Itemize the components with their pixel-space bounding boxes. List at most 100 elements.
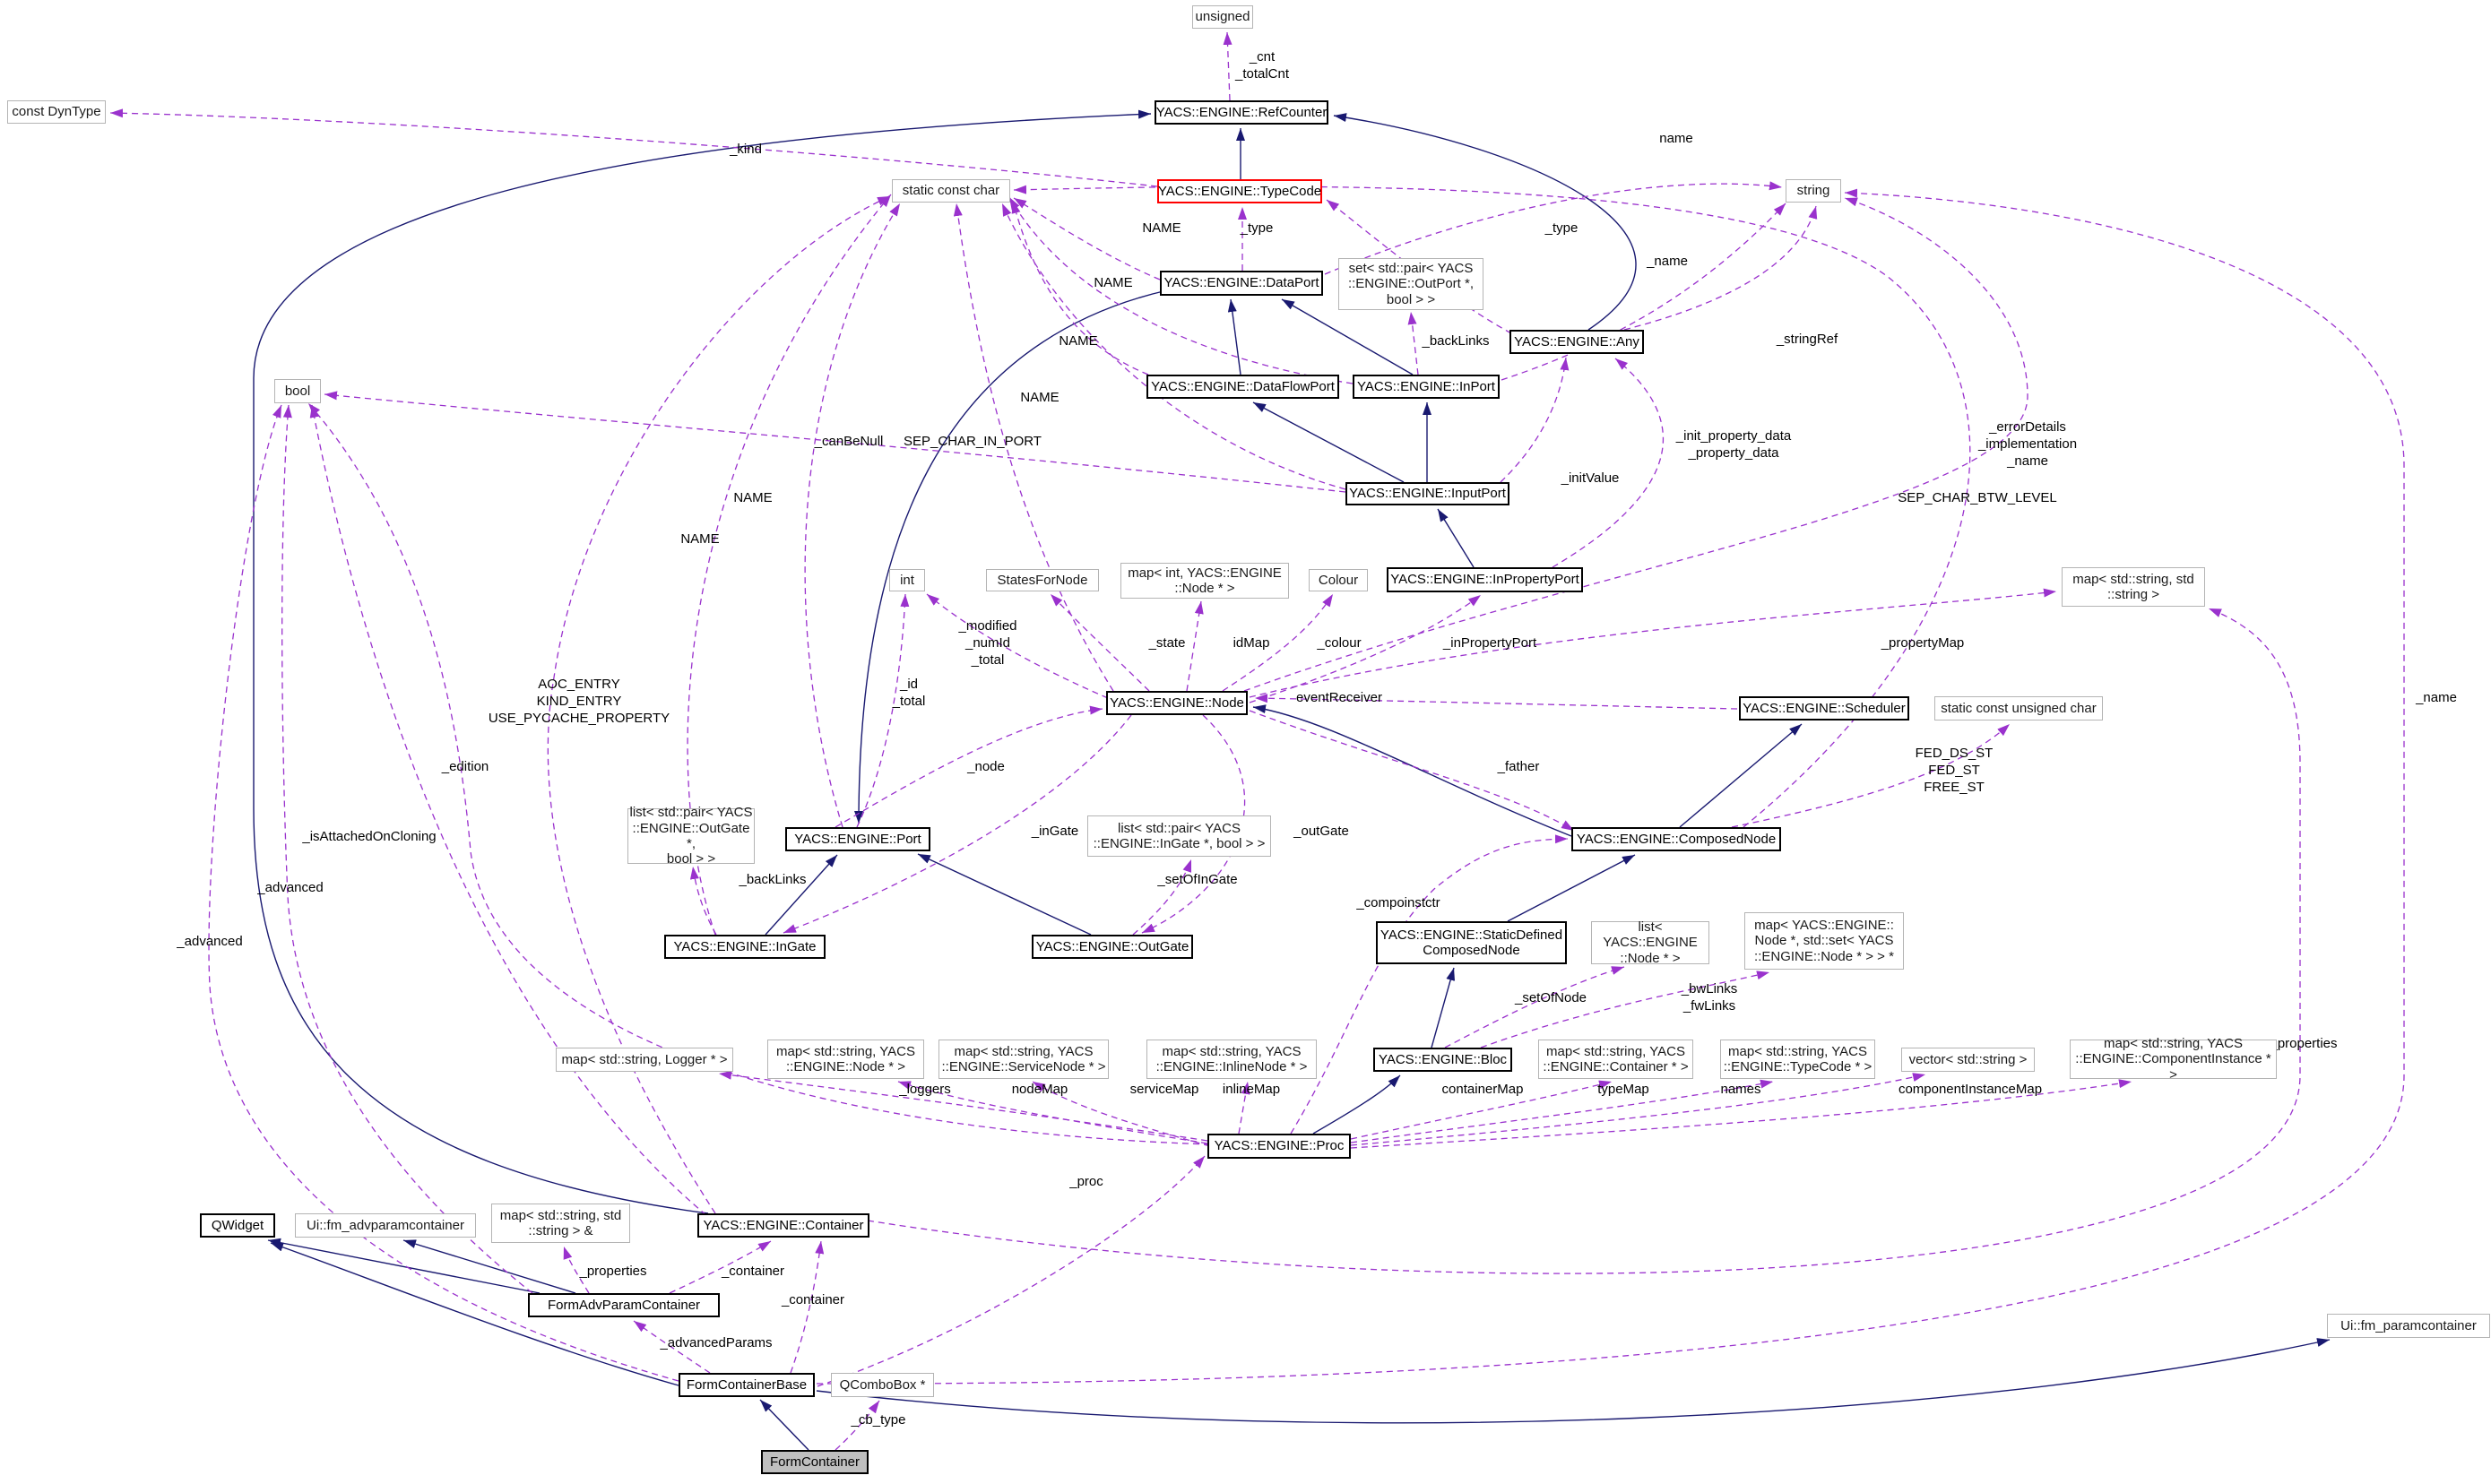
edge-label--father: _father xyxy=(1497,759,1540,774)
class-node-maplogger[interactable]: map< std::string, Logger * > xyxy=(556,1048,733,1072)
edge-label--kind: _kind xyxy=(730,142,762,157)
edge-use-37 xyxy=(281,404,533,1294)
edge-inherit-14 xyxy=(1312,1074,1401,1135)
edge-use-69 xyxy=(633,1320,711,1374)
edge-use-25 xyxy=(1013,197,1161,280)
edge-label--setofnode: _setOfNode xyxy=(1514,990,1587,1005)
class-node-qcombobox[interactable]: QComboBox * xyxy=(831,1373,934,1397)
edge-use-61 xyxy=(1350,1080,1613,1140)
edge-label--cnt: _cnt _totalCnt xyxy=(1234,49,1290,82)
edge-label--state: _state xyxy=(1148,635,1186,651)
edge-label--id: _id _total xyxy=(892,677,926,709)
edge-label--type: _type xyxy=(1544,220,1578,236)
class-node-mapnode[interactable]: map< std::string, YACS ::ENGINE::Node * … xyxy=(767,1040,924,1079)
class-node-formcontainer: FormContainer xyxy=(761,1450,869,1474)
edge-use-58 xyxy=(897,1081,1208,1144)
edge-use-71 xyxy=(816,188,2405,1385)
edge-use-60 xyxy=(1238,1081,1250,1135)
class-node-listoutgate[interactable]: list< std::pair< YACS ::ENGINE::OutGate … xyxy=(627,805,755,867)
class-node-outgate[interactable]: YACS::ENGINE::OutGate xyxy=(1032,935,1193,959)
class-node-refcounter[interactable]: YACS::ENGINE::RefCounter xyxy=(1155,100,1328,125)
edge-use-26 xyxy=(1011,200,1149,375)
class-node-mapcompinst[interactable]: map< std::string, YACS ::ENGINE::Compone… xyxy=(2070,1036,2277,1083)
edge-label-name: NAME xyxy=(1020,390,1060,405)
edge-label--bwlinks: _bwLinks _fwLinks xyxy=(1681,981,1738,1014)
class-node-dataflowport[interactable]: YACS::ENGINE::DataFlowPort xyxy=(1146,375,1339,399)
edge-use-49 xyxy=(835,705,1103,828)
class-node-any[interactable]: YACS::ENGINE::Any xyxy=(1509,330,1644,354)
edge-label-name: NAME xyxy=(1059,333,1098,349)
class-node-bool[interactable]: bool xyxy=(274,379,321,403)
class-node-fcb[interactable]: FormContainerBase xyxy=(679,1373,815,1397)
edge-label-idmap: idMap xyxy=(1233,635,1270,651)
class-node-bloc[interactable]: YACS::ENGINE::Bloc xyxy=(1373,1048,1512,1072)
edge-label--colour: _colour xyxy=(1317,635,1362,651)
class-node-formadv[interactable]: FormAdvParamContainer xyxy=(528,1293,720,1317)
edge-use-52 xyxy=(689,866,717,936)
class-node-statesfornode[interactable]: StatesForNode xyxy=(986,569,1099,591)
class-node-inpropertyport[interactable]: YACS::ENGINE::InPropertyPort xyxy=(1387,567,1583,592)
class-node-composednode[interactable]: YACS::ENGINE::ComposedNode xyxy=(1571,827,1781,851)
class-node-port[interactable]: YACS::ENGINE::Port xyxy=(785,827,930,851)
class-node-ingate[interactable]: YACS::ENGINE::InGate xyxy=(664,935,826,959)
edge-inherit-8 xyxy=(765,854,838,936)
edge-use-67 xyxy=(669,1240,772,1294)
edge-use-48 xyxy=(1254,694,1738,710)
edge-inherit-12 xyxy=(1507,854,1636,922)
class-node-mapstringref[interactable]: map< std::string, std ::string > & xyxy=(491,1204,630,1243)
edge-use-40 xyxy=(856,593,910,828)
edge-use-39 xyxy=(926,593,1109,699)
class-node-scheduler[interactable]: YACS::ENGINE::Scheduler xyxy=(1739,696,1909,720)
edge-use-47 xyxy=(1249,710,1575,832)
class-node-mapstringstring[interactable]: map< std::string, std ::string > xyxy=(2062,567,2205,607)
edge-label-name: NAME xyxy=(680,531,720,547)
class-node-scuc[interactable]: static const unsigned char xyxy=(1934,696,2103,720)
edge-inherit-13 xyxy=(1431,967,1456,1048)
edge-label-servicemap: serviceMap xyxy=(1129,1082,1199,1097)
class-node-mapnodeset[interactable]: map< YACS::ENGINE:: Node *, std::set< YA… xyxy=(1744,912,1904,970)
edge-use-64 xyxy=(1350,1079,2132,1149)
class-node-sdcn[interactable]: YACS::ENGINE::StaticDefined ComposedNode xyxy=(1376,921,1567,964)
edge-label-inlinemap: inlineMap xyxy=(1222,1082,1281,1097)
class-node-qwidget[interactable]: QWidget xyxy=(200,1213,275,1238)
class-node-setoutport[interactable]: set< std::pair< YACS ::ENGINE::OutPort *… xyxy=(1338,258,1483,310)
class-node-scc[interactable]: static const char xyxy=(892,179,1010,203)
edge-use-70 xyxy=(835,1400,880,1451)
class-node-inport[interactable]: YACS::ENGINE::InPort xyxy=(1353,375,1500,399)
class-node-mapcontainer[interactable]: map< std::string, YACS ::ENGINE::Contain… xyxy=(1538,1040,1693,1079)
class-node-string[interactable]: string xyxy=(1786,179,1841,203)
edge-label-sep-char-in-port: SEP_CHAR_IN_PORT xyxy=(904,434,1042,449)
edge-label--backlinks: _backLinks xyxy=(1422,333,1490,349)
class-node-container[interactable]: YACS::ENGINE::Container xyxy=(697,1213,869,1238)
class-node-inputport[interactable]: YACS::ENGINE::InputPort xyxy=(1345,482,1509,505)
class-node-mapintnode[interactable]: map< int, YACS::ENGINE ::Node * > xyxy=(1120,563,1289,599)
edge-use-57 xyxy=(718,1070,1208,1142)
edge-use-56 xyxy=(1480,971,1770,1048)
edge-label--type: _type xyxy=(1240,220,1274,236)
class-node-listnode[interactable]: list< YACS::ENGINE ::Node * > xyxy=(1591,919,1709,966)
class-node-unsigned[interactable]: unsigned xyxy=(1192,5,1253,29)
edge-label-fed-ds-st: FED_DS_ST FED_ST FREE_ST xyxy=(1915,746,1994,795)
class-node-vectorstring[interactable]: vector< std::string > xyxy=(1901,1048,2035,1072)
edge-use-29 xyxy=(804,203,901,828)
class-node-typecode[interactable]: YACS::ENGINE::TypeCode xyxy=(1157,179,1322,203)
class-node-mapinline[interactable]: map< std::string, YACS ::ENGINE::InlineN… xyxy=(1146,1040,1317,1079)
class-node-uiadv[interactable]: Ui::fm_advparamcontainer xyxy=(295,1213,476,1238)
edge-use-55 xyxy=(1444,966,1625,1048)
class-node-node[interactable]: YACS::ENGINE::Node xyxy=(1106,691,1248,715)
class-node-listingate[interactable]: list< std::pair< YACS ::ENGINE::InGate *… xyxy=(1087,815,1271,857)
class-node-dataport[interactable]: YACS::ENGINE::DataPort xyxy=(1160,271,1323,296)
class-node-int[interactable]: int xyxy=(889,569,925,591)
edge-label-componentinstancemap: componentInstanceMap xyxy=(1898,1082,2043,1097)
class-node-colour[interactable]: Colour xyxy=(1309,569,1368,591)
edge-label--initvalue: _initValue xyxy=(1561,470,1620,486)
edge-inherit-7 xyxy=(854,289,1168,824)
edge-label--isattachedoncloning: _isAttachedOnCloning xyxy=(302,829,437,844)
class-node-proc[interactable]: YACS::ENGINE::Proc xyxy=(1207,1134,1351,1159)
class-node-dyntype[interactable]: const DynType xyxy=(7,100,106,124)
edge-inherit-19 xyxy=(816,1338,2331,1424)
edge-use-41 xyxy=(1050,593,1150,692)
class-node-uiparam[interactable]: Ui::fm_paramcontainer xyxy=(2327,1314,2490,1338)
class-node-mapservice[interactable]: map< std::string, YACS ::ENGINE::Service… xyxy=(938,1040,1109,1079)
class-node-maptypecode[interactable]: map< std::string, YACS ::ENGINE::TypeCod… xyxy=(1720,1040,1875,1079)
